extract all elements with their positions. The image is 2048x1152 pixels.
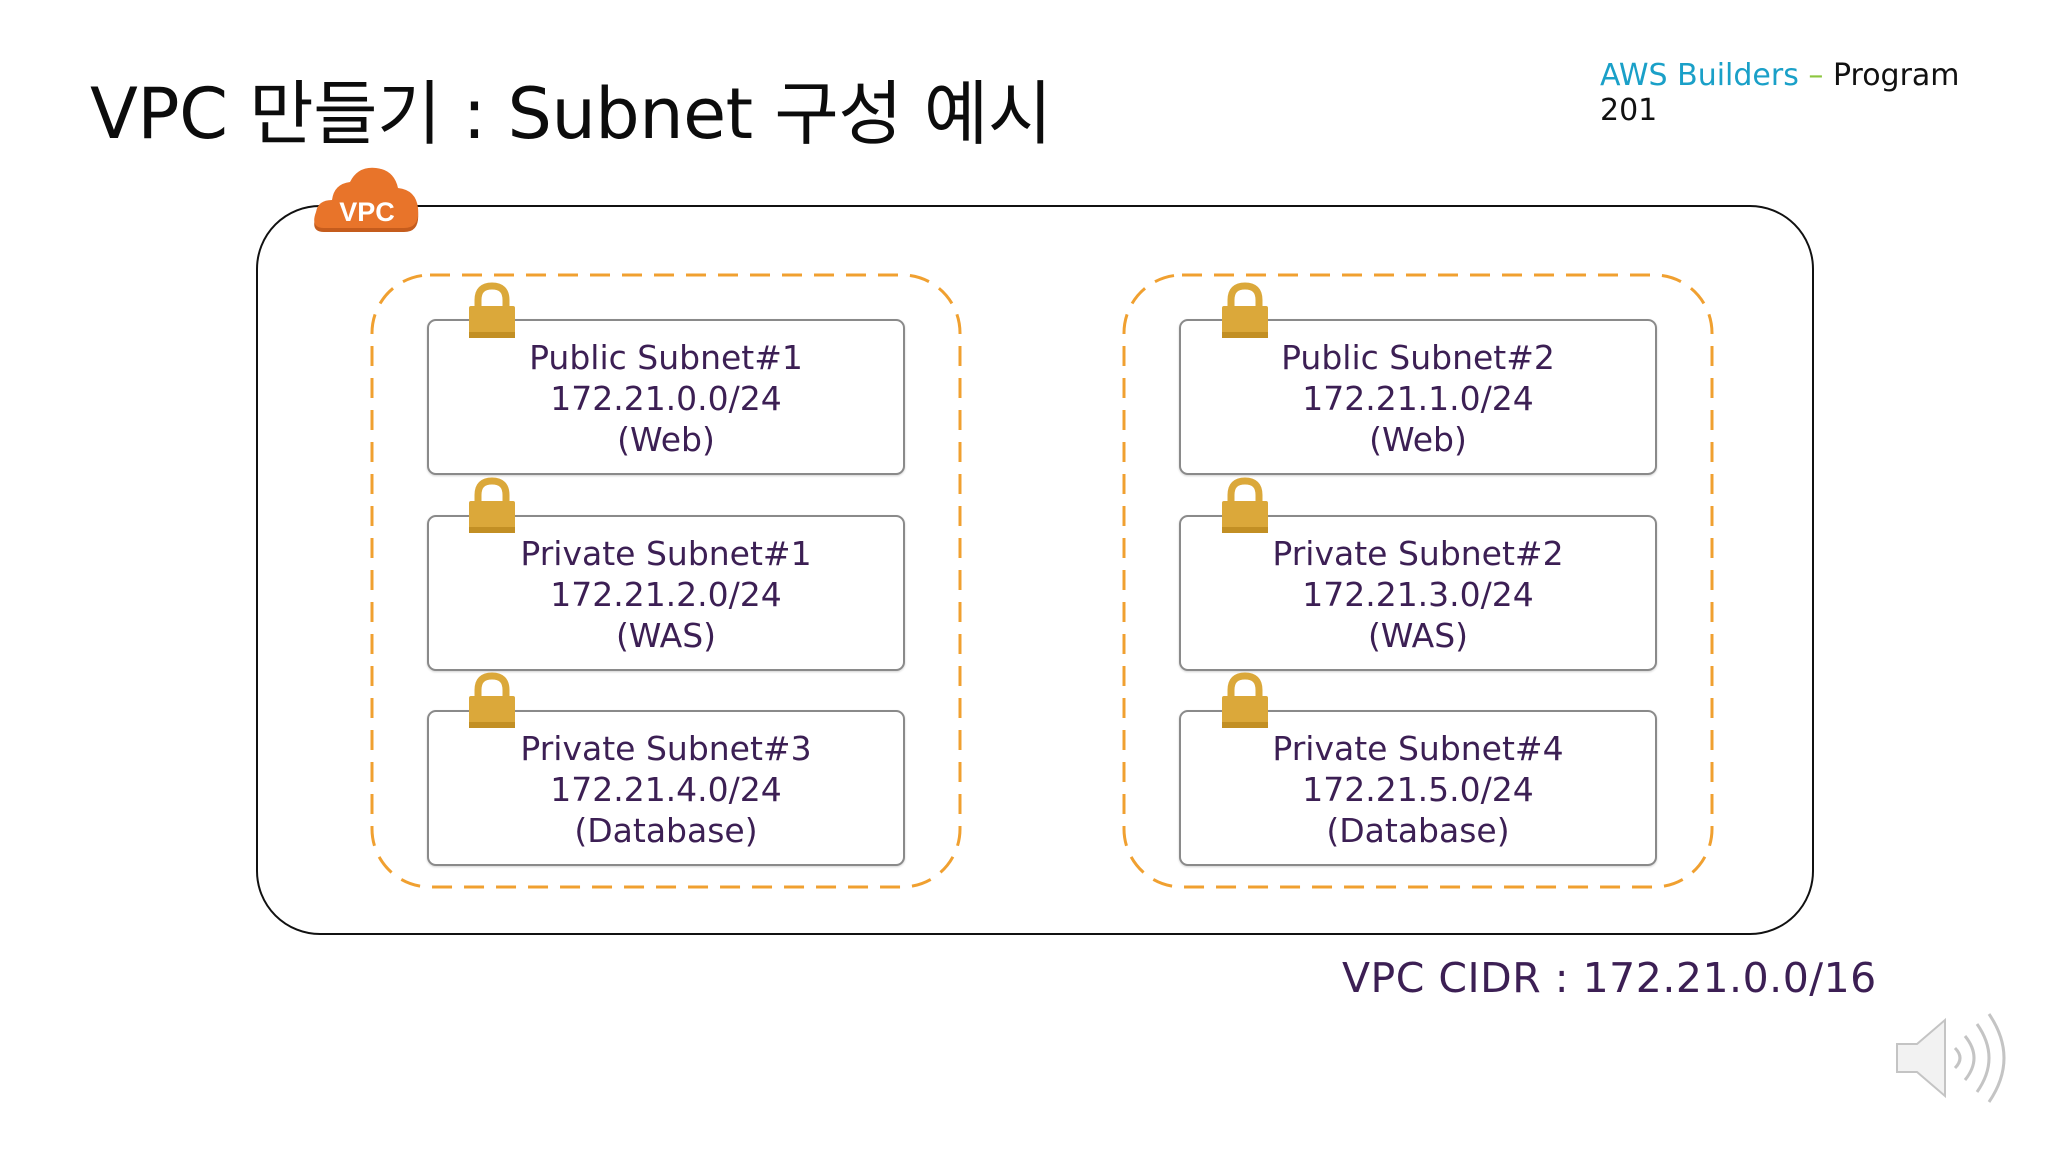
availability-zone-1 bbox=[370, 273, 962, 889]
subnet-cidr: 172.21.4.0/24 bbox=[550, 769, 782, 809]
subnet-cidr: 172.21.1.0/24 bbox=[1302, 378, 1534, 418]
vpc-boundary bbox=[256, 205, 1814, 935]
slide-title: VPC 만들기 : Subnet 구성 예시 bbox=[90, 73, 1052, 155]
subnet-cidr: 172.21.5.0/24 bbox=[1302, 769, 1534, 809]
lock-icon bbox=[466, 282, 518, 340]
subnet-card: Private Subnet#3 172.21.4.0/24 (Database… bbox=[427, 710, 905, 866]
brand-level: 201 bbox=[1600, 93, 1658, 128]
lock-icon bbox=[1219, 477, 1271, 535]
lock-icon bbox=[1219, 282, 1271, 340]
subnet-name: Public Subnet#1 bbox=[529, 337, 803, 377]
vpc-label: VPC bbox=[339, 197, 395, 227]
subnet-tier: (WAS) bbox=[1367, 615, 1469, 655]
vpc-cidr-label: VPC CIDR : 172.21.0.0/16 bbox=[1342, 954, 1877, 1002]
subnet-name: Public Subnet#2 bbox=[1281, 337, 1555, 377]
lock-icon bbox=[466, 672, 518, 730]
subnet-name: Private Subnet#4 bbox=[1272, 728, 1564, 768]
subnet-tier: (Database) bbox=[1326, 810, 1510, 850]
subnet-tier: (Web) bbox=[617, 419, 715, 459]
subnet-card: Private Subnet#1 172.21.2.0/24 (WAS) bbox=[427, 515, 905, 671]
subnet-name: Private Subnet#1 bbox=[520, 533, 812, 573]
subnet-cidr: 172.21.3.0/24 bbox=[1302, 574, 1534, 614]
subnet-name: Private Subnet#3 bbox=[520, 728, 812, 768]
subnet-tier: (Database) bbox=[574, 810, 758, 850]
subnet-tier: (Web) bbox=[1369, 419, 1467, 459]
subnet-card: Private Subnet#2 172.21.3.0/24 (WAS) bbox=[1179, 515, 1657, 671]
brand-dash: – bbox=[1808, 58, 1824, 93]
subnet-card: Public Subnet#1 172.21.0.0/24 (Web) bbox=[427, 319, 905, 475]
lock-icon bbox=[1219, 672, 1271, 730]
subnet-tier: (WAS) bbox=[615, 615, 717, 655]
brand-aws-builders: AWS Builders bbox=[1600, 58, 1799, 93]
availability-zone-2 bbox=[1122, 273, 1714, 889]
subnet-card: Private Subnet#4 172.21.5.0/24 (Database… bbox=[1179, 710, 1657, 866]
subnet-cidr: 172.21.2.0/24 bbox=[550, 574, 782, 614]
subnet-cidr: 172.21.0.0/24 bbox=[550, 378, 782, 418]
subnet-card: Public Subnet#2 172.21.1.0/24 (Web) bbox=[1179, 319, 1657, 475]
lock-icon bbox=[466, 477, 518, 535]
brand-program: Program bbox=[1832, 58, 1960, 93]
subnet-name: Private Subnet#2 bbox=[1272, 533, 1564, 573]
speaker-icon[interactable] bbox=[1893, 1008, 2013, 1108]
brand-label: AWS Builders – Program 201 bbox=[1600, 58, 1960, 128]
vpc-cloud-icon: VPC bbox=[312, 166, 422, 240]
